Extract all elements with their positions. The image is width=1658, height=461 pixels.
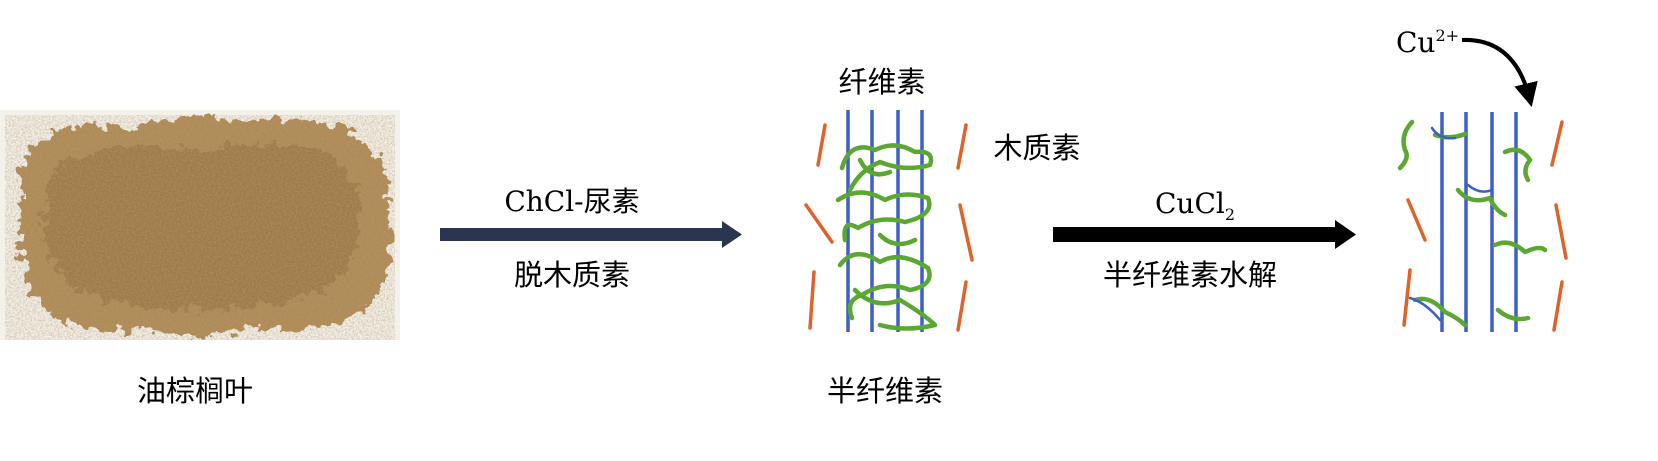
step2-reagent: CuCl2 bbox=[1155, 187, 1235, 224]
step2-process: 半纤维素水解 bbox=[1103, 258, 1277, 292]
copper-ion-label: Cu2+ bbox=[1396, 26, 1459, 59]
hemicellulose-label: 半纤维素 bbox=[827, 374, 943, 408]
lignin-label: 木质素 bbox=[993, 131, 1080, 165]
step1-arrow bbox=[440, 221, 742, 248]
step1-reagent: ChCl-尿素 bbox=[504, 185, 639, 218]
cellulose-label: 纤维素 bbox=[838, 65, 925, 99]
oil-palm-fiber-image bbox=[0, 110, 400, 340]
step1-process: 脱木质素 bbox=[514, 258, 630, 292]
structure-untreated bbox=[804, 110, 974, 332]
sample-label: 油棕榈叶 bbox=[137, 374, 253, 408]
step2-arrow bbox=[1053, 220, 1356, 249]
structure-hydrolyzed bbox=[1397, 112, 1568, 332]
copper-ion-arrow bbox=[1461, 37, 1538, 107]
